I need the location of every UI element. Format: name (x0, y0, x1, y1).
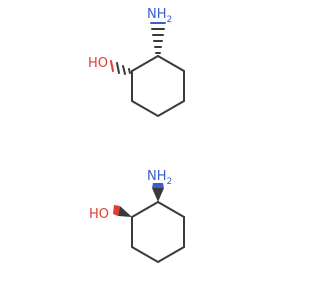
lower-amine-label: NH2 (147, 169, 172, 187)
lower-ring-closure (131, 201, 159, 218)
lower-molecule: NH2 HO (89, 169, 185, 264)
upper-ring-closure (131, 55, 159, 72)
upper-ring (131, 55, 185, 118)
upper-hashed-bond-to-amine (150, 22, 166, 54)
lower-ring (131, 201, 185, 264)
upper-amine-label: NH2 (147, 7, 172, 25)
upper-hydroxyl-label: HO (88, 56, 108, 71)
structure-canvas: NH2 HO NH2 HO (88, 7, 185, 264)
lower-hydroxyl-label: HO (89, 207, 109, 222)
upper-hashed-bond-to-hydroxyl (110, 60, 131, 75)
lower-wedge-bond-to-hydroxyl (118, 206, 132, 217)
lower-wedge-bond-to-amine (152, 188, 164, 202)
upper-molecule: NH2 HO (88, 7, 185, 118)
